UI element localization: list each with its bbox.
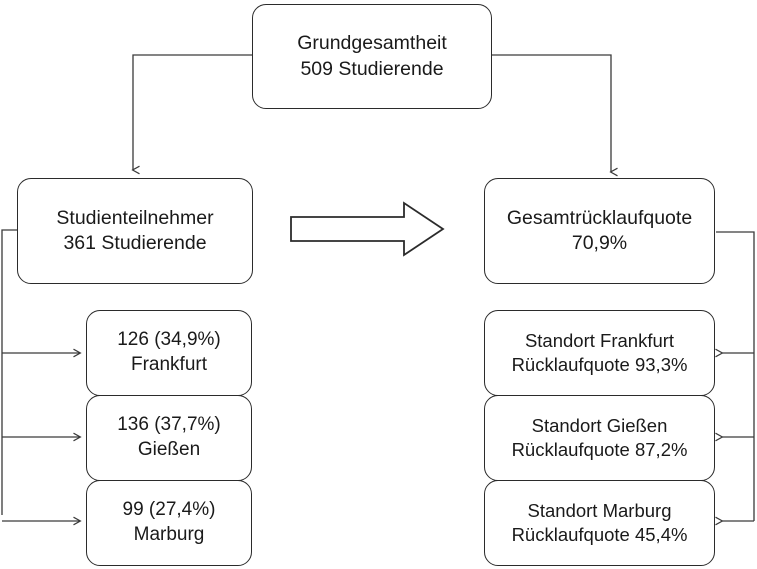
- node-studienteilnehmer-line1: Studienteilnehmer: [56, 206, 214, 229]
- node-right-site-marburg-name: Standort Marburg: [527, 499, 672, 521]
- node-right-site-frankfurt-rate: Rücklaufquote 93,3%: [511, 354, 688, 375]
- node-right-site-giessen-rate: Rücklaufquote 87,2%: [511, 439, 688, 460]
- node-left-site-giessen-name: Gießen: [137, 439, 201, 460]
- node-gesamtruecklaufquote-line1: Gesamtrücklaufquote: [506, 206, 693, 229]
- node-right-site-marburg-rate: Rücklaufquote 45,4%: [511, 524, 688, 545]
- node-left-site-marburg: 99 (27,4%) Marburg: [86, 480, 252, 566]
- connector-top-to-right: [492, 54, 618, 177]
- node-grundgesamtheit-line2: 509 Studierende: [300, 57, 444, 80]
- node-studienteilnehmer-line2: 361 Studierende: [63, 232, 207, 254]
- node-left-site-marburg-name: Marburg: [133, 524, 205, 545]
- block-arrow-icon: [290, 201, 445, 257]
- node-right-site-giessen: Standort Gießen Rücklaufquote 87,2%: [484, 395, 715, 481]
- node-right-site-marburg: Standort Marburg Rücklaufquote 45,4%: [484, 480, 715, 566]
- node-left-site-frankfurt-count: 126 (34,9%): [117, 329, 221, 351]
- node-left-site-frankfurt-name: Frankfurt: [130, 354, 208, 375]
- node-right-site-frankfurt-name: Standort Frankfurt: [524, 329, 675, 351]
- node-studienteilnehmer: Studienteilnehmer 361 Studierende: [17, 178, 253, 284]
- node-right-site-giessen-name: Standort Gießen: [531, 414, 668, 436]
- node-left-site-giessen-count: 136 (37,7%): [117, 414, 221, 436]
- node-left-site-marburg-count: 99 (27,4%): [122, 499, 216, 521]
- node-gesamtruecklaufquote-line2: 70,9%: [571, 232, 628, 254]
- node-left-site-frankfurt: 126 (34,9%) Frankfurt: [86, 310, 252, 396]
- node-grundgesamtheit: Grundgesamtheit 509 Studierende: [252, 4, 492, 109]
- node-right-site-frankfurt: Standort Frankfurt Rücklaufquote 93,3%: [484, 310, 715, 396]
- node-grundgesamtheit-line1: Grundgesamtheit: [297, 32, 447, 55]
- node-left-site-giessen: 136 (37,7%) Gießen: [86, 395, 252, 481]
- connector-top-to-left: [131, 54, 252, 175]
- connector-right-trunk: [716, 231, 755, 521]
- node-gesamtruecklaufquote: Gesamtrücklaufquote 70,9%: [484, 178, 715, 284]
